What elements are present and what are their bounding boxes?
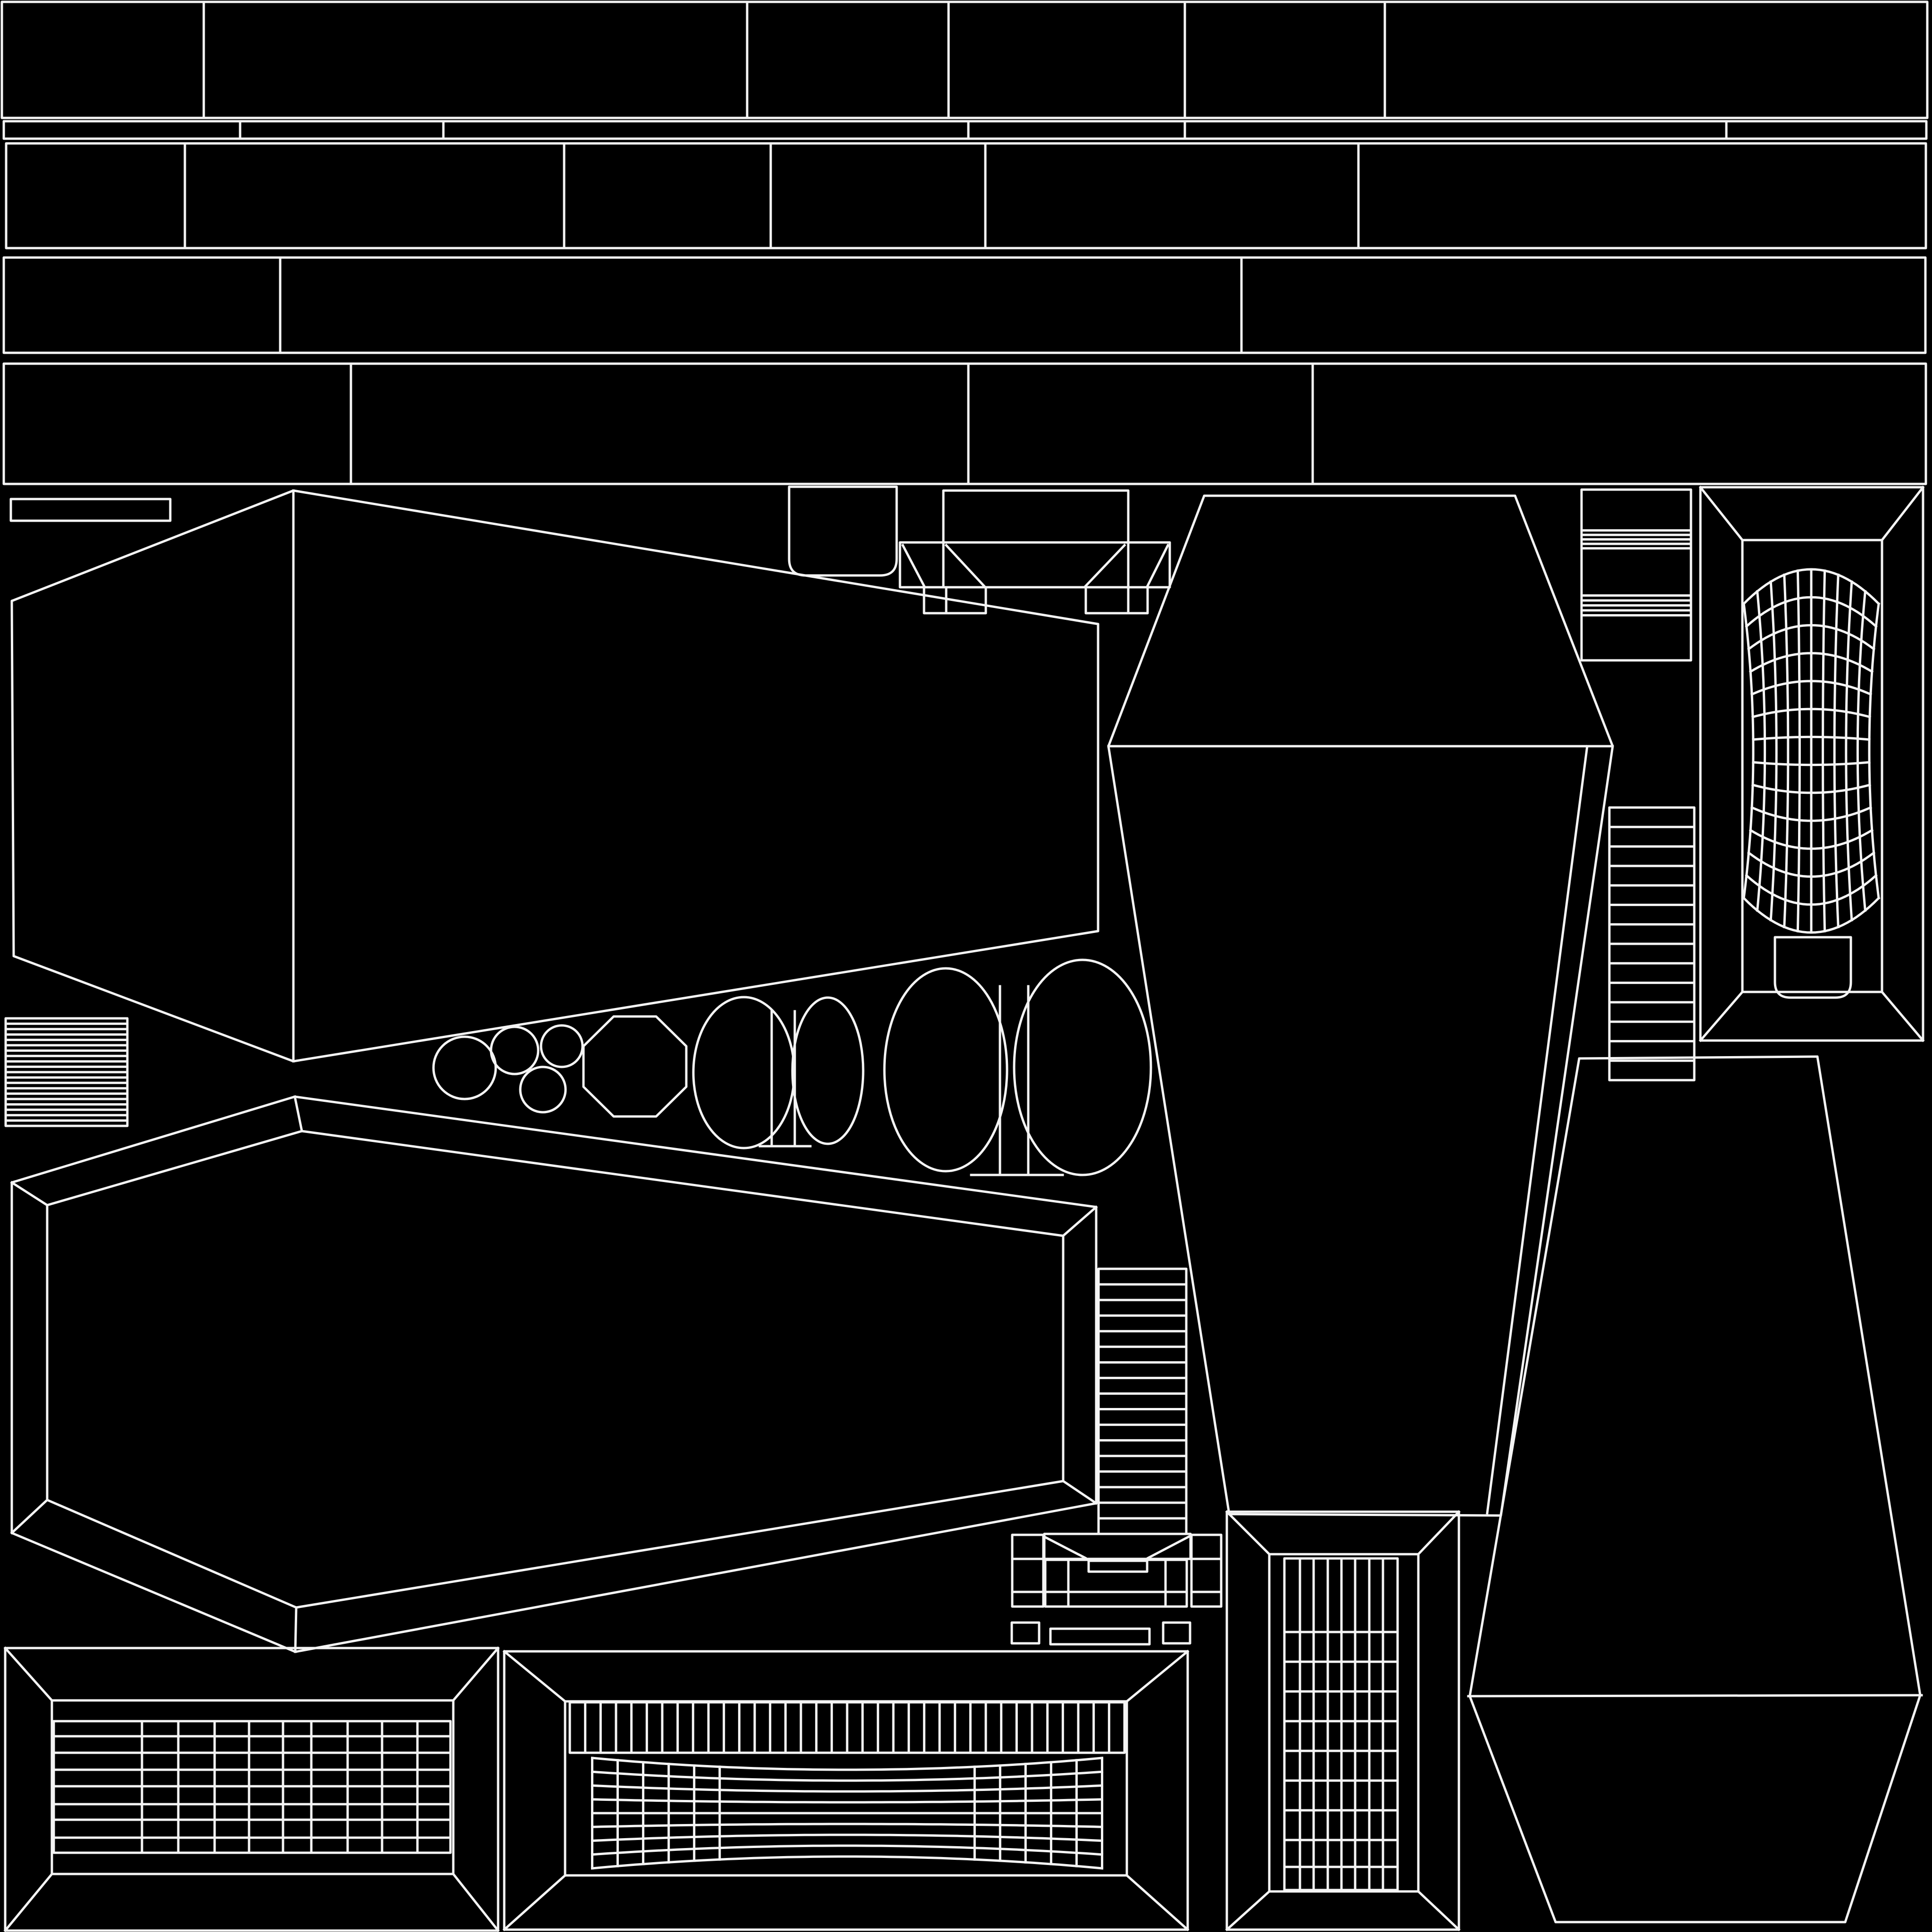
plank-row-c xyxy=(5,142,1927,250)
plank-row-d-seams xyxy=(279,256,1243,354)
driver-pair-medium-right xyxy=(791,996,865,1145)
cabinet-front-inner xyxy=(46,1130,1065,1609)
tall-box-right-bevels xyxy=(1225,1510,1461,1932)
jack-plate-bottom-braces xyxy=(1042,1535,1191,1560)
speaker-box-left-outer xyxy=(4,1647,500,1932)
jack-plate-top-band xyxy=(899,541,1171,589)
driver-pair-large-right xyxy=(1013,958,1152,1176)
cabinet-front-outer xyxy=(10,1095,1098,1653)
grille-panel-outer xyxy=(1699,486,1924,1042)
tall-box-right-outer xyxy=(1225,1510,1460,1931)
jack-plate-bottom-panel-seams xyxy=(1044,1558,1188,1608)
small-plate xyxy=(9,498,172,522)
jack-plate-bottom-leg-right xyxy=(1190,1533,1223,1608)
bench-box-bevels xyxy=(502,1649,1190,1932)
jack-plate-top-braces xyxy=(901,543,1170,588)
port-ladder-middle-rungs xyxy=(1097,1283,1188,1520)
jack-plate-foot-c xyxy=(1162,1621,1191,1645)
jack-plate-foot-a xyxy=(1010,1621,1041,1645)
bench-box-outer xyxy=(503,1650,1189,1931)
tall-box-right-inner xyxy=(1268,1553,1420,1893)
horn-flare-seam xyxy=(1467,1694,1923,1698)
port-strip-upper xyxy=(1580,488,1692,662)
horn-flare xyxy=(1468,1055,1922,1924)
driver-pair-medium-left xyxy=(692,996,796,1149)
jack-plate-top-board xyxy=(942,489,1130,544)
speaker-box-left-inner xyxy=(50,1699,455,1875)
plank-row-a xyxy=(0,0,1929,119)
jack-plate-top-foot-seams xyxy=(945,586,1130,615)
horn-side-seam xyxy=(1486,745,1589,1515)
vent-grille-left-slats xyxy=(4,1022,129,1122)
grille-cloth-mesh xyxy=(1742,568,1881,934)
bench-box-comb-teeth xyxy=(584,1701,1110,1754)
tall-box-right-grid-rows xyxy=(1283,1631,1399,1868)
driver-pair-large-band xyxy=(970,985,1064,1176)
jack-plate-bottom-leg-seams xyxy=(1011,1557,1223,1593)
plank-row-b xyxy=(2,120,1928,140)
port-strip-upper-slats-b xyxy=(1580,594,1692,616)
grille-panel-bevels xyxy=(1699,485,1925,1042)
driver-disc-a xyxy=(432,1035,497,1100)
plank-row-b-seams xyxy=(239,120,1728,140)
jack-plate-bottom-leg-left xyxy=(1011,1533,1045,1608)
jack-plate-bottom-notch xyxy=(1087,1559,1149,1573)
driver-disc-b xyxy=(490,1025,540,1075)
driver-pair-medium-band xyxy=(758,1010,812,1148)
speaker-box-left-grid-rows xyxy=(52,1735,452,1839)
tall-box-right-grid-cols xyxy=(1299,1557,1384,1891)
handle-cup-panel xyxy=(1774,936,1852,999)
port-strip-lower-slats xyxy=(1608,825,1696,1062)
driver-disc-d xyxy=(519,1066,567,1114)
plank-row-a-seams xyxy=(202,0,1386,119)
driver-pair-large-left xyxy=(883,967,1008,1173)
plank-row-d xyxy=(2,256,1927,354)
jack-plate-top-foot-right xyxy=(1084,586,1149,615)
jack-plate-top-foot-left xyxy=(923,586,987,615)
plank-row-e xyxy=(2,362,1927,485)
grille-panel-inner xyxy=(1741,539,1883,993)
handle-cup-top xyxy=(788,485,898,577)
speaker-box-left-bevels xyxy=(3,1646,500,1932)
jack-plate-top-band-seams xyxy=(942,541,1130,589)
plank-row-e-seams xyxy=(350,362,1314,485)
driver-disc-c xyxy=(540,1024,584,1068)
cabinet-side-panel xyxy=(10,489,1099,1063)
driver-octagon xyxy=(582,1015,688,1118)
plank-row-c-seams xyxy=(183,142,1360,250)
bench-cushion-mesh xyxy=(591,1757,1104,1870)
jack-plate-foot-b xyxy=(1049,1627,1151,1646)
cabinet-front-corner-seams xyxy=(10,1095,1098,1653)
port-ladder-middle xyxy=(1097,1267,1188,1535)
port-strip-upper-slats-a xyxy=(1580,529,1692,550)
